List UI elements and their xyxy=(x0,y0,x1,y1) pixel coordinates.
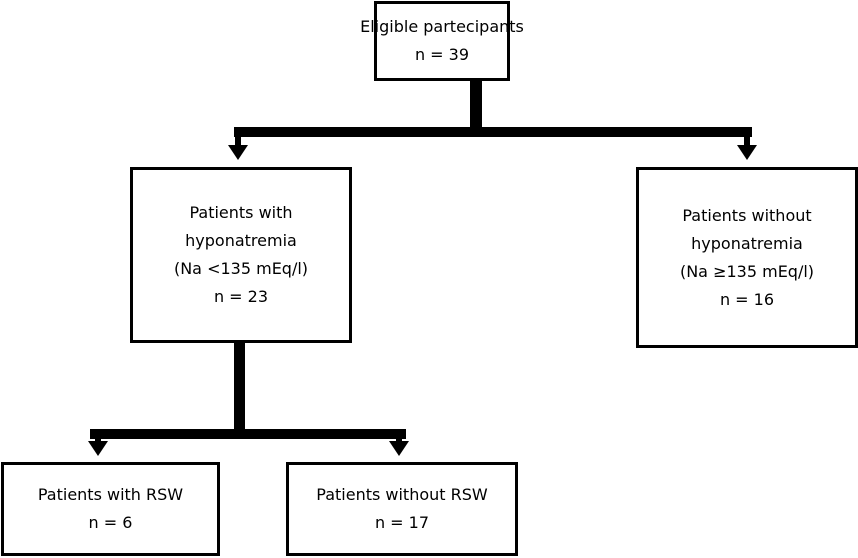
connector-hypo-stem xyxy=(234,342,245,434)
with-rsw-label: Patients with RSW xyxy=(37,485,184,504)
no-hyponatremia-criterion: (Na ≥135 mEq/l) xyxy=(679,261,815,281)
without-rsw-count: n = 17 xyxy=(374,513,430,532)
connector-left-drop xyxy=(235,132,241,148)
hyponatremia-label-line1: Patients with xyxy=(189,203,293,222)
arrow-to-with-rsw xyxy=(88,441,108,456)
connector-norsw-drop xyxy=(396,434,402,446)
with-rsw-count: n = 6 xyxy=(88,513,133,532)
connector-right-drop xyxy=(744,132,750,148)
without-rsw-label: Patients without RSW xyxy=(316,485,488,504)
eligible-label: Eligible partecipants xyxy=(360,17,524,36)
hyponatremia-label-line2: hyponatremia xyxy=(185,231,297,250)
connector-bottom-bar xyxy=(90,429,406,439)
arrow-to-without-rsw xyxy=(389,441,409,456)
eligible-count: n = 39 xyxy=(414,45,470,64)
without-rsw-box: Patients without RSW n = 17 xyxy=(286,462,518,556)
hyponatremia-criterion: (Na <135 mEq/l) xyxy=(173,259,309,278)
no-hyponatremia-label-line1: Patients without xyxy=(682,205,812,225)
arrow-to-hyponatremia xyxy=(228,145,248,160)
no-hyponatremia-count: n = 16 xyxy=(719,289,775,309)
no-hyponatremia-box: Patients without hyponatremia (Na ≥135 m… xyxy=(636,167,858,348)
connector-rsw-drop xyxy=(95,434,101,446)
no-hyponatremia-label-line2: hyponatremia xyxy=(691,233,803,253)
connector-eligible-stem xyxy=(470,80,482,132)
eligible-participants-box: Eligible partecipants n = 39 xyxy=(360,1,524,81)
with-rsw-box: Patients with RSW n = 6 xyxy=(1,462,220,556)
hyponatremia-count: n = 23 xyxy=(213,287,269,306)
hyponatremia-box: Patients with hyponatremia (Na <135 mEq/… xyxy=(130,167,352,343)
arrow-to-no-hyponatremia xyxy=(737,145,757,160)
connector-top-bar xyxy=(234,127,752,137)
